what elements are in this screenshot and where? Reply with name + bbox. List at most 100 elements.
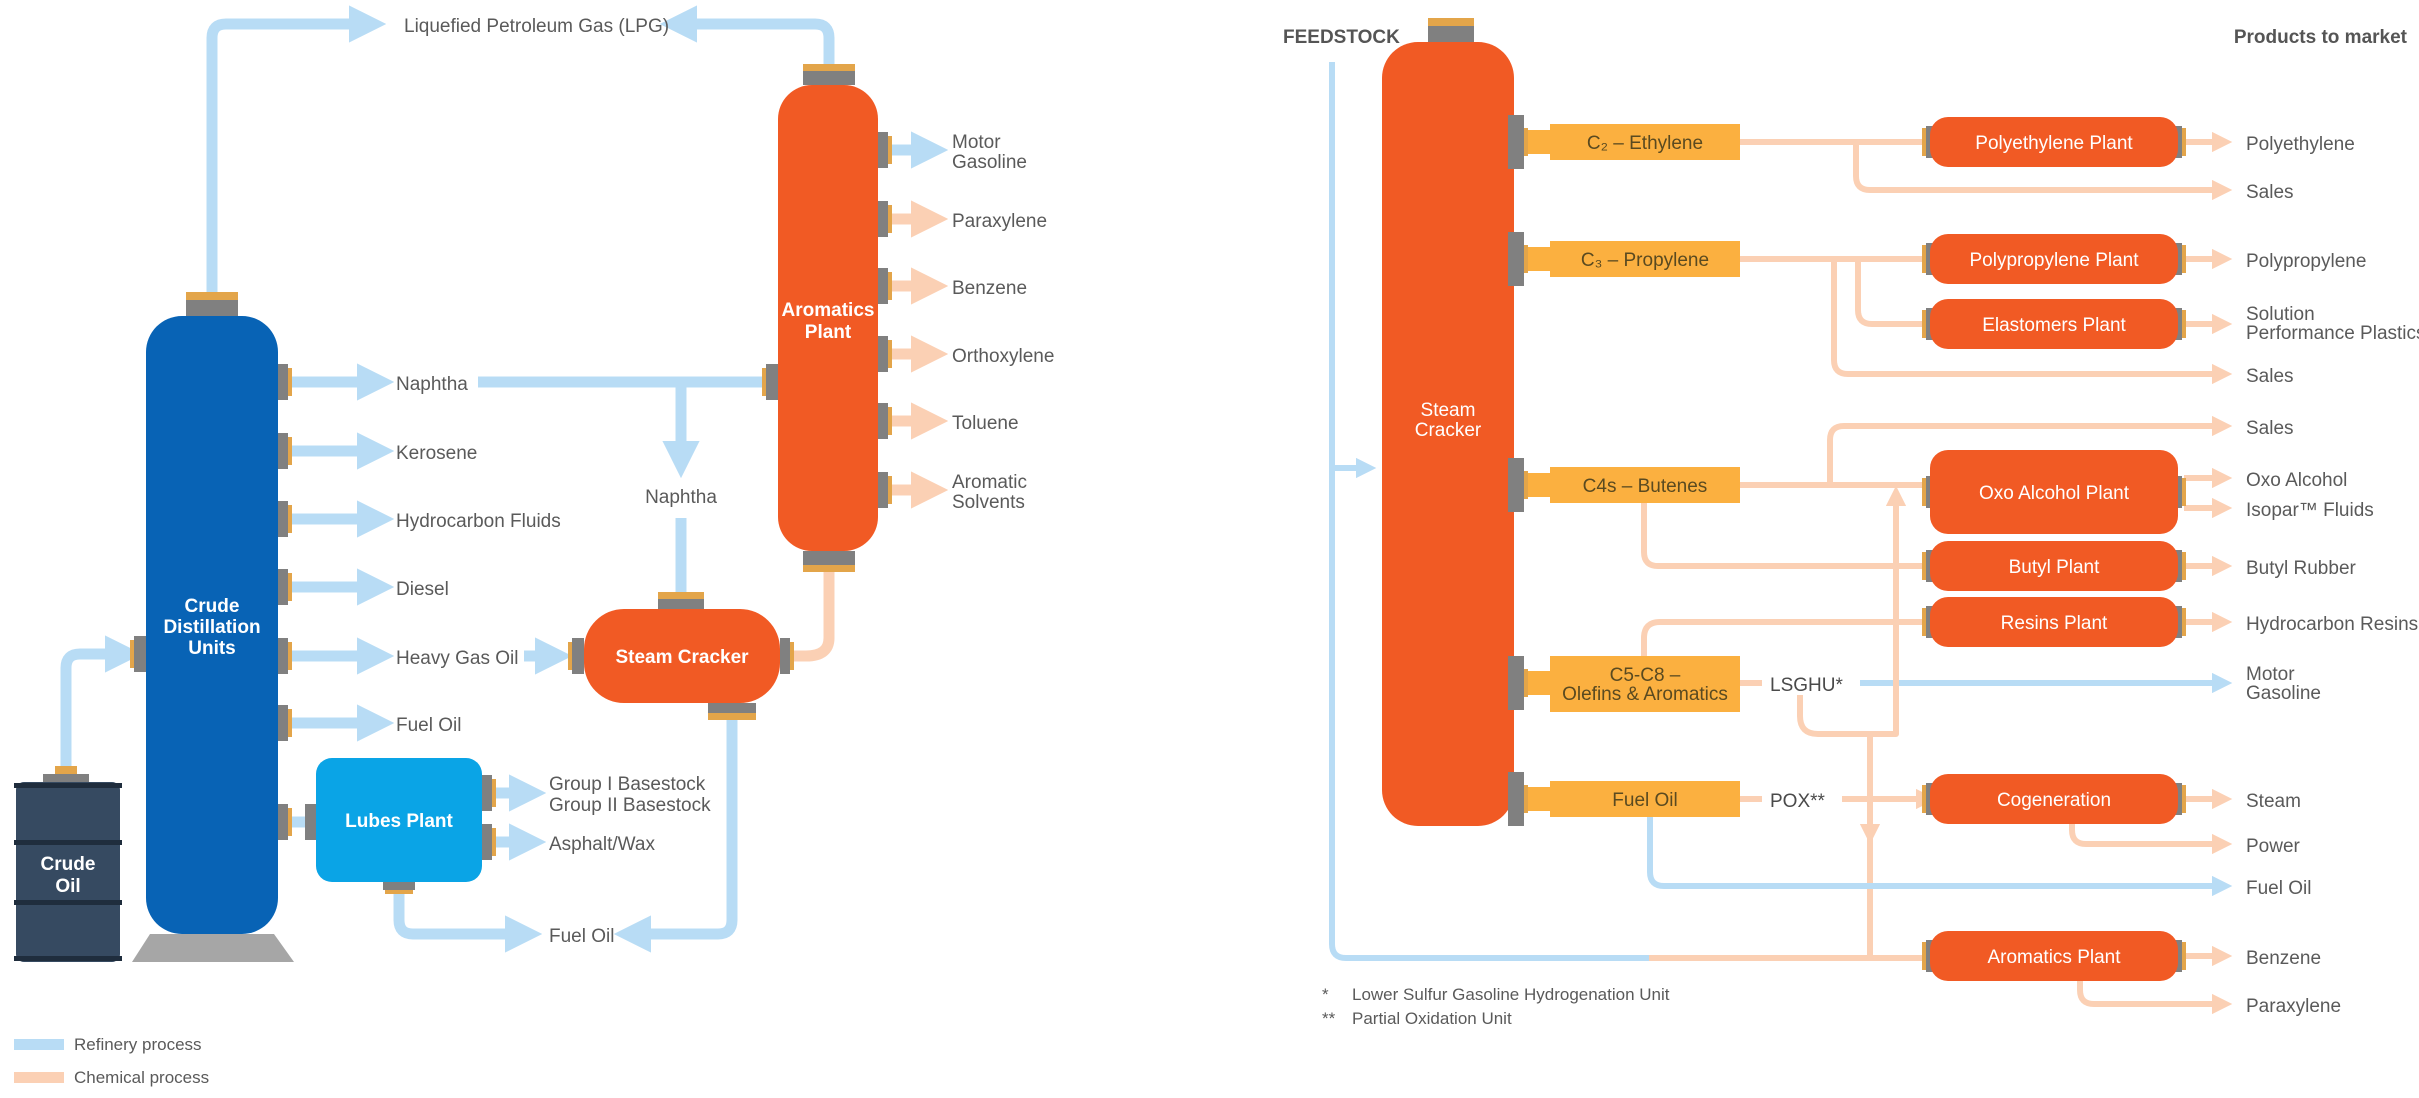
toluene-label: Toluene [952,413,1019,434]
aromatics-plant-label-2: Plant [805,322,852,343]
chemical-flows-right [1329,62,2233,1015]
steam-cracker-right-label-2: Cracker [1415,420,1482,441]
stream-boxes: C₂ – Ethylene C₃ – Propylene C4s – Buten… [1528,124,1740,817]
propylene-label: C₃ – Propylene [1581,250,1709,271]
crude-distillation-column: Crude Distillation Units [130,292,294,962]
crude-oil-label-2: Oil [55,876,80,897]
stream-flanges [1528,130,1550,811]
product-polyethylene: Polyethylene [2246,134,2355,155]
motor-gasoline-label-2: Gasoline [952,152,1027,173]
resins-plant-label: Resins Plant [2001,613,2108,634]
product-sales-3: Sales [2246,418,2294,439]
hydrocarbon-fluids-label: Hydrocarbon Fluids [396,511,561,532]
steam-cracker-right-label-1: Steam [1421,400,1476,421]
legend-refinery-label: Refinery process [74,1035,202,1054]
c5c8-box [1550,656,1740,712]
c5c8-label-2: Olefins & Aromatics [1562,684,1728,705]
product-hydrocarbon-resins: Hydrocarbon Resins [2246,614,2418,635]
aromatics-plant: Aromatics Plant [1922,931,2186,981]
feedstock-heading: FEEDSTOCK [1283,27,1400,48]
butyl-plant-label: Butyl Plant [2009,557,2101,578]
polyethylene-plant: Polyethylene Plant [1922,117,2186,167]
resins-plant: Resins Plant [1922,597,2186,647]
propylene-box [1550,241,1740,277]
heavy-gas-oil-label: Heavy Gas Oil [396,648,518,669]
naphtha-label: Naphtha [396,374,468,395]
cogeneration-plant: Cogeneration [1922,774,2186,824]
aromatic-solvents-label-2: Solvents [952,492,1025,513]
cdu-label-1: Crude [185,596,240,617]
legend-refinery-swatch [14,1039,64,1050]
lubes-plant-label: Lubes Plant [345,811,453,832]
group1-basestock-label: Group I Basestock [549,774,706,795]
fuel-oil-box [1550,781,1740,817]
fuel-oil-bottom-label: Fuel Oil [549,926,614,947]
lubes-plant: Lubes Plant [305,758,496,894]
aromatics-plant-left: Aromatics Plant [762,64,892,572]
product-fuel-oil: Fuel Oil [2246,878,2311,899]
c5c8-label-1: C5-C8 – [1610,665,1681,686]
lpg-label: Liquefied Petroleum Gas (LPG) [404,16,669,37]
products-to-market-heading: Products to market [2234,27,2408,48]
product-motor-gasoline-2: Gasoline [2246,683,2321,704]
ethylene-label: C₂ – Ethylene [1587,133,1703,154]
cdu-label-2: Distillation [163,617,260,638]
chemical-flows-left [790,131,949,662]
legend-chemical-label: Chemical process [74,1068,209,1087]
fuel-oil-stream-label: Fuel Oil [1612,790,1677,811]
butenes-box [1550,467,1740,503]
product-paraxylene: Paraxylene [2246,996,2341,1017]
elastomers-plant: Elastomers Plant [1922,299,2186,349]
product-steam: Steam [2246,791,2301,812]
crude-oil-label-1: Crude [41,854,96,875]
butenes-label: C4s – Butenes [1583,476,1708,497]
paraxylene-label: Paraxylene [952,211,1047,232]
crude-oil-barrel: Crude Oil [14,766,122,962]
fuel-oil-label: Fuel Oil [396,715,461,736]
pox-label: POX** [1770,791,1826,812]
product-oxo-alcohol: Oxo Alcohol [2246,470,2347,491]
product-motor-gasoline-1: Motor [2246,664,2295,685]
benzene-label: Benzene [952,278,1027,299]
product-power: Power [2246,836,2301,857]
footnote-2-text: Partial Oxidation Unit [1352,1009,1512,1028]
naphtha-down-label: Naphtha [645,487,717,508]
polypropylene-plant-label: Polypropylene Plant [1970,250,2140,271]
lsghu-label: LSGHU* [1770,675,1843,696]
butyl-plant: Butyl Plant [1922,541,2186,591]
polyethylene-plant-label: Polyethylene Plant [1975,133,2133,154]
product-polypropylene: Polypropylene [2246,251,2366,272]
elastomers-plant-label: Elastomers Plant [1982,315,2126,336]
footnote-2-mark: ** [1322,1009,1336,1028]
asphalt-wax-label: Asphalt/Wax [549,834,655,855]
legend-chemical-swatch [14,1072,64,1083]
footnote-1-text: Lower Sulfur Gasoline Hydrogenation Unit [1352,985,1670,1004]
footnote-1-mark: * [1322,985,1329,1004]
aromatic-solvents-label-1: Aromatic [952,472,1027,493]
polypropylene-plant: Polypropylene Plant [1922,234,2186,284]
steam-cracker-right: Steam Cracker [1382,18,1528,826]
cogeneration-plant-label: Cogeneration [1997,790,2111,811]
kerosene-label: Kerosene [396,443,477,464]
oxo-alcohol-plant: Oxo Alcohol Plant [1922,450,2186,534]
orthoxylene-label: Orthoxylene [952,346,1054,367]
steam-cracker-left: Steam Cracker [568,592,794,720]
aromatics-plant-label-1: Aromatics [782,300,875,321]
legend: Refinery process Chemical process [14,1035,209,1087]
product-isopar: Isopar™ Fluids [2246,500,2374,521]
ethylene-box [1550,124,1740,160]
refinery-flows [60,5,835,953]
product-sales-2: Sales [2246,366,2294,387]
product-sales-1: Sales [2246,182,2294,203]
product-solution-1: Solution [2246,304,2315,325]
diesel-label: Diesel [396,579,449,600]
cdu-label-3: Units [188,638,236,659]
aromatics-plant-label: Aromatics Plant [1987,947,2121,968]
product-solution-2: Performance Plastics [2246,323,2419,344]
product-benzene: Benzene [2246,948,2321,969]
steam-cracker-left-label: Steam Cracker [615,647,749,668]
oxo-alcohol-plant-label: Oxo Alcohol Plant [1979,483,2130,504]
product-butyl-rubber: Butyl Rubber [2246,558,2357,579]
